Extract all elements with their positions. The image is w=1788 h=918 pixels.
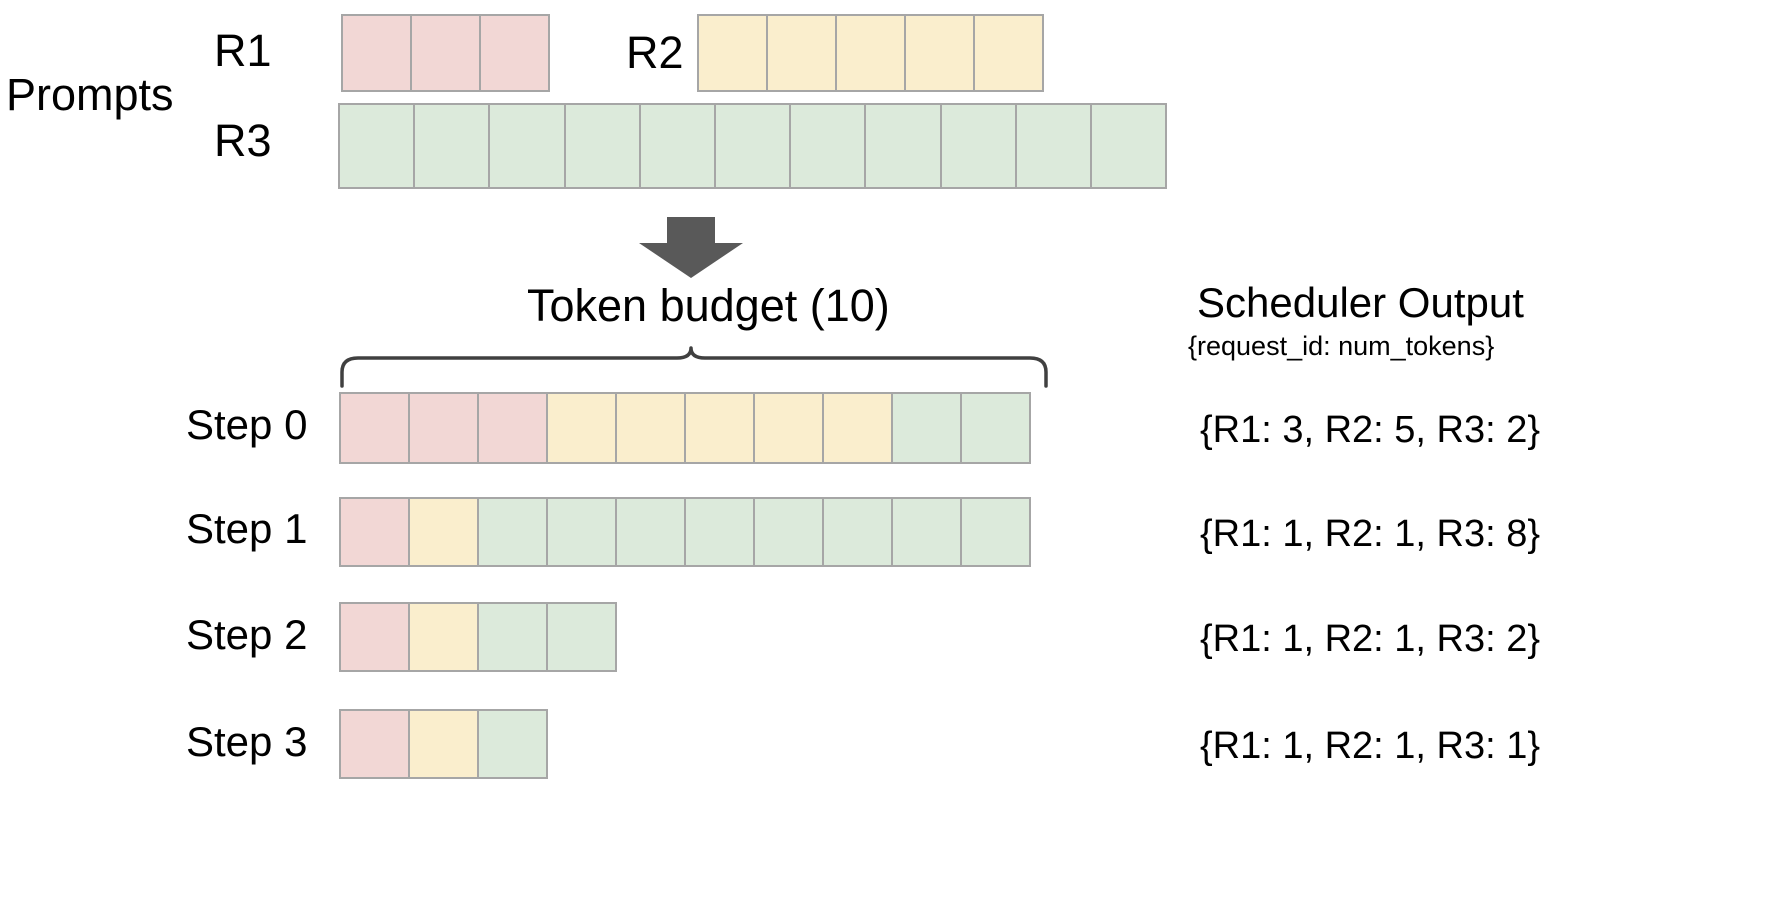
scheduler-output-2: {R1: 1, R2: 1, R3: 2} <box>1199 618 1541 660</box>
token-cell-r1 <box>339 392 410 464</box>
step-row-0 <box>339 392 1031 464</box>
token-cell-r3 <box>960 497 1031 567</box>
token-cell-r3 <box>1089 103 1168 189</box>
step-label-1: Step 1 <box>186 505 308 552</box>
scheduler-output-0: {R1: 3, R2: 5, R3: 2} <box>1199 409 1541 451</box>
token-cell-r3 <box>891 497 962 567</box>
token-cell-r3 <box>546 602 617 672</box>
token-cell-r3 <box>615 497 686 567</box>
token-cell-r3 <box>413 103 491 189</box>
token-cell-r3 <box>1014 103 1092 189</box>
token-cell-r2 <box>615 392 686 464</box>
token-cell-r3 <box>563 103 641 189</box>
token-cell-r3 <box>684 497 755 567</box>
token-cell-r3 <box>864 103 942 189</box>
token-cell-r3 <box>546 497 617 567</box>
token-budget-label: Token budget (10) <box>527 280 890 331</box>
step-row-2 <box>339 602 617 672</box>
prompt-row-r2 <box>697 14 1044 92</box>
step-label-2: Step 2 <box>186 611 308 658</box>
step-row-1 <box>339 497 1031 567</box>
token-cell-r1 <box>339 602 410 672</box>
token-cell-r2 <box>822 392 893 464</box>
token-cell-r2 <box>973 14 1044 92</box>
token-cell-r1 <box>408 392 479 464</box>
token-cell-r2 <box>766 14 837 92</box>
token-cell-r1 <box>479 14 550 92</box>
token-cell-r1 <box>339 497 410 567</box>
request-label-r2: R2 <box>626 27 684 78</box>
scheduler-output-1: {R1: 1, R2: 1, R3: 8} <box>1199 513 1541 555</box>
request-label-r1: R1 <box>214 25 272 76</box>
step-row-3 <box>339 709 548 779</box>
token-cell-r3 <box>477 602 548 672</box>
token-cell-r2 <box>904 14 975 92</box>
token-cell-r3 <box>960 392 1031 464</box>
token-cell-r1 <box>341 14 412 92</box>
request-label-r3: R3 <box>214 115 272 166</box>
token-cell-r3 <box>488 103 566 189</box>
token-cell-r3 <box>477 709 548 779</box>
token-cell-r3 <box>477 497 548 567</box>
token-cell-r1 <box>410 14 481 92</box>
token-cell-r3 <box>822 497 893 567</box>
token-cell-r3 <box>753 497 824 567</box>
scheduler-output-3: {R1: 1, R2: 1, R3: 1} <box>1199 725 1541 767</box>
token-cell-r2 <box>408 602 479 672</box>
curly-brace-icon <box>340 346 1048 388</box>
token-cell-r3 <box>338 103 416 189</box>
scheduler-output-title: Scheduler Output <box>1197 279 1524 326</box>
prompts-section-label: Prompts <box>6 69 174 120</box>
step-label-0: Step 0 <box>186 401 308 448</box>
token-cell-r1 <box>339 709 410 779</box>
token-cell-r3 <box>939 103 1017 189</box>
prompt-row-r1 <box>341 14 550 92</box>
down-arrow-icon <box>639 217 743 278</box>
step-label-3: Step 3 <box>186 718 308 765</box>
token-cell-r2 <box>408 709 479 779</box>
token-cell-r2 <box>753 392 824 464</box>
token-cell-r2 <box>546 392 617 464</box>
token-cell-r3 <box>891 392 962 464</box>
token-cell-r3 <box>713 103 792 189</box>
token-cell-r2 <box>408 497 479 567</box>
prompt-row-r3 <box>338 103 1168 189</box>
scheduler-output-subtitle: {request_id: num_tokens} <box>1188 331 1495 361</box>
token-cell-r2 <box>684 392 755 464</box>
token-cell-r3 <box>638 103 716 189</box>
token-cell-r3 <box>789 103 867 189</box>
token-cell-r2 <box>697 14 768 92</box>
token-cell-r2 <box>835 14 906 92</box>
token-cell-r1 <box>477 392 548 464</box>
